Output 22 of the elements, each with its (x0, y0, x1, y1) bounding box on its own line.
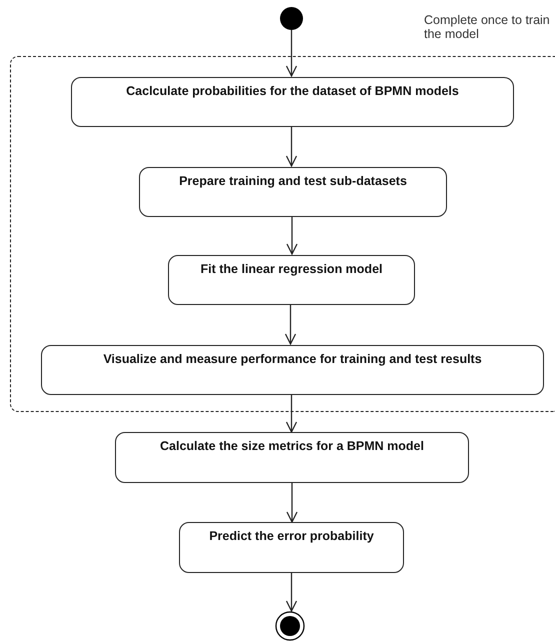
start-node (280, 7, 303, 30)
arrow (286, 394, 298, 433)
action-box (115, 432, 469, 483)
end-node (275, 611, 305, 641)
action-box (139, 167, 447, 217)
arrow (286, 573, 298, 612)
action-box (71, 77, 514, 127)
action-label: Calculate the size metrics for a BPMN model (160, 438, 424, 454)
action-box (179, 522, 404, 573)
action-label: Visualize and measure performance for training and test results (103, 351, 482, 367)
region-label: Complete once to train the model (424, 13, 551, 41)
action-box (168, 255, 415, 305)
arrow (286, 216, 298, 255)
arrow (286, 126, 298, 167)
action-label: Caclculate probabilities for the dataset of BPMN models (126, 83, 459, 99)
action-label: Fit the linear regression model (200, 261, 382, 277)
arrow (284, 304, 296, 345)
action-label: Prepare training and test sub-datasets (179, 173, 407, 189)
action-box (41, 345, 544, 395)
action-label: Predict the error probability (209, 528, 374, 544)
arrow (286, 30, 298, 77)
arrow (286, 483, 298, 523)
